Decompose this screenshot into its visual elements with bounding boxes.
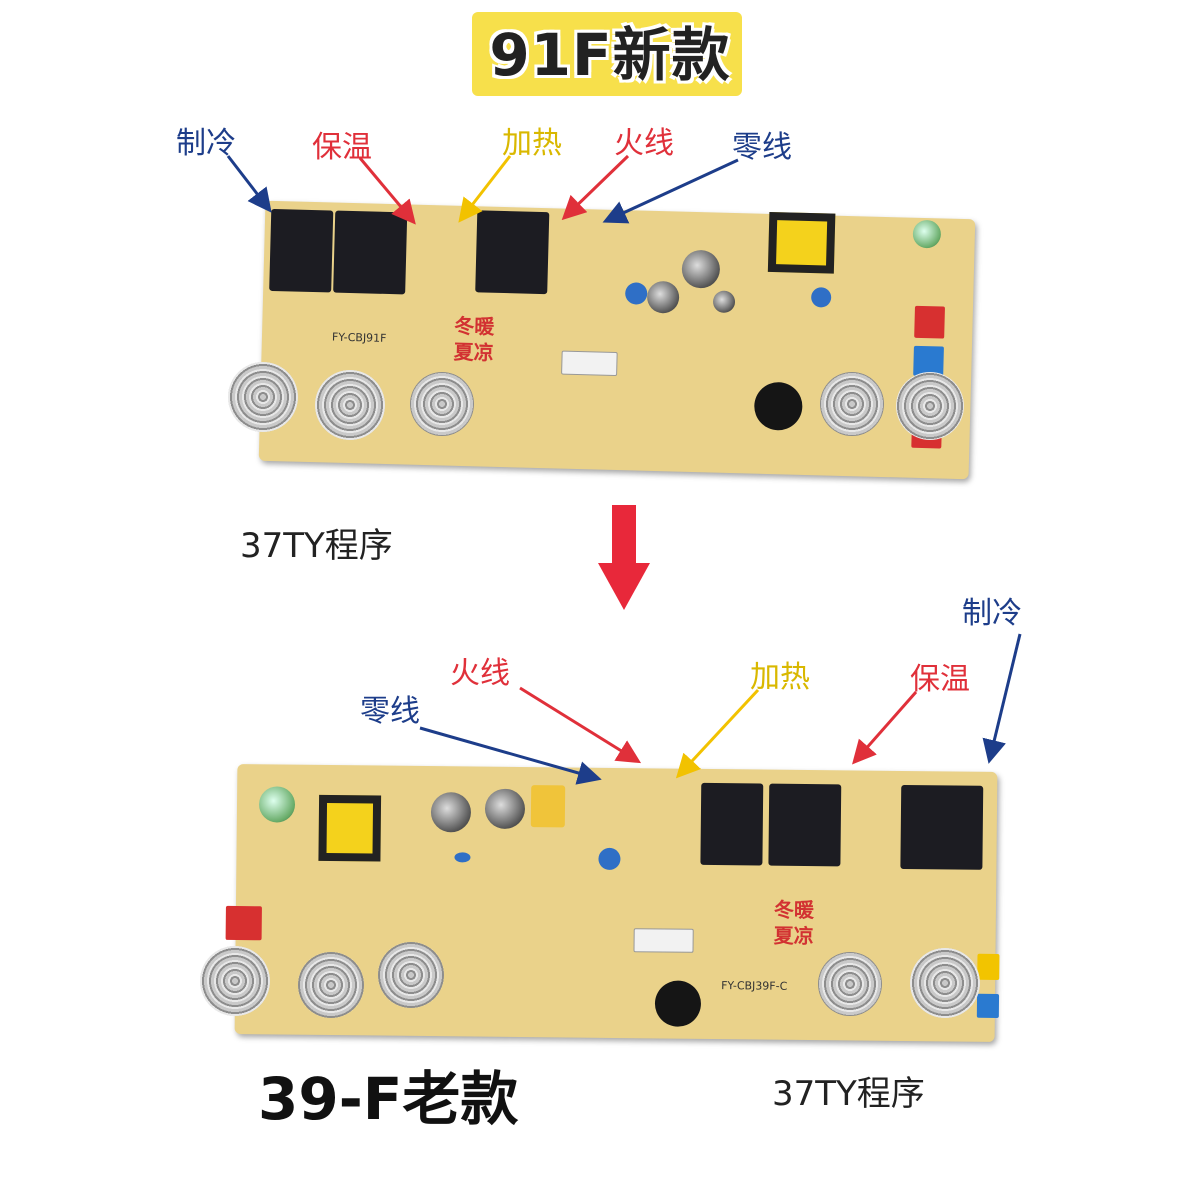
page-title: 91F新款 bbox=[489, 21, 731, 89]
connector-red bbox=[225, 905, 262, 941]
bottom-title: 39-F老款 bbox=[258, 1065, 519, 1133]
bottom-season-1: 冬暖 bbox=[773, 897, 815, 923]
bottom-arrows bbox=[419, 633, 1022, 785]
arrow-cooling bbox=[982, 633, 1022, 764]
label-keep-warm-bottom: 保温 bbox=[910, 662, 970, 697]
bottom-program-label: 37TY程序 bbox=[772, 1074, 925, 1114]
label-heating-top: 加热 bbox=[502, 126, 562, 161]
arrow-neutral-wire bbox=[419, 726, 602, 785]
spring-coil bbox=[818, 952, 882, 1016]
connector-white bbox=[633, 928, 694, 953]
arrow-keep-warm bbox=[358, 157, 416, 225]
label-cooling-top: 制冷 bbox=[176, 126, 236, 161]
arrow-cooling bbox=[226, 155, 272, 213]
arrow-live-wire bbox=[561, 154, 630, 221]
transition-arrow-icon bbox=[598, 505, 650, 610]
title-badge bbox=[472, 12, 742, 96]
spring-coil bbox=[315, 370, 385, 440]
bottom-season-2: 夏凉 bbox=[773, 923, 814, 949]
label-live-wire-bottom: 火线 bbox=[450, 656, 510, 691]
spring-coil bbox=[910, 948, 980, 1018]
spring-coil bbox=[896, 372, 964, 440]
spring-coil bbox=[410, 372, 474, 436]
label-neutral-wire-bottom: 零线 bbox=[360, 694, 420, 729]
spring-coil bbox=[200, 946, 270, 1016]
spring-coil bbox=[298, 952, 364, 1018]
spring-coil bbox=[228, 362, 298, 432]
connector-blue bbox=[976, 993, 1000, 1019]
arrow-heating bbox=[675, 688, 760, 779]
label-heating-bottom: 加热 bbox=[750, 660, 810, 695]
buzzer bbox=[654, 980, 702, 1027]
blue-capacitor bbox=[598, 847, 621, 871]
blue-capacitor bbox=[454, 852, 471, 863]
arrow-heating bbox=[458, 155, 512, 223]
arrow-neutral-wire bbox=[602, 158, 739, 224]
arrow-live-wire bbox=[519, 686, 642, 764]
spring-coil bbox=[378, 942, 444, 1008]
label-cooling-bottom: 制冷 bbox=[962, 596, 1022, 631]
top-program-label: 37TY程序 bbox=[240, 526, 393, 566]
connector-yellow bbox=[977, 953, 1000, 981]
bottom-model-print: FY-CBJ39F-C bbox=[721, 979, 788, 993]
arrow-keep-warm bbox=[852, 691, 918, 765]
label-neutral-wire-top: 零线 bbox=[732, 130, 792, 165]
spring-coil bbox=[820, 372, 884, 436]
top-arrows bbox=[226, 154, 739, 225]
label-live-wire-top: 火线 bbox=[614, 126, 674, 161]
